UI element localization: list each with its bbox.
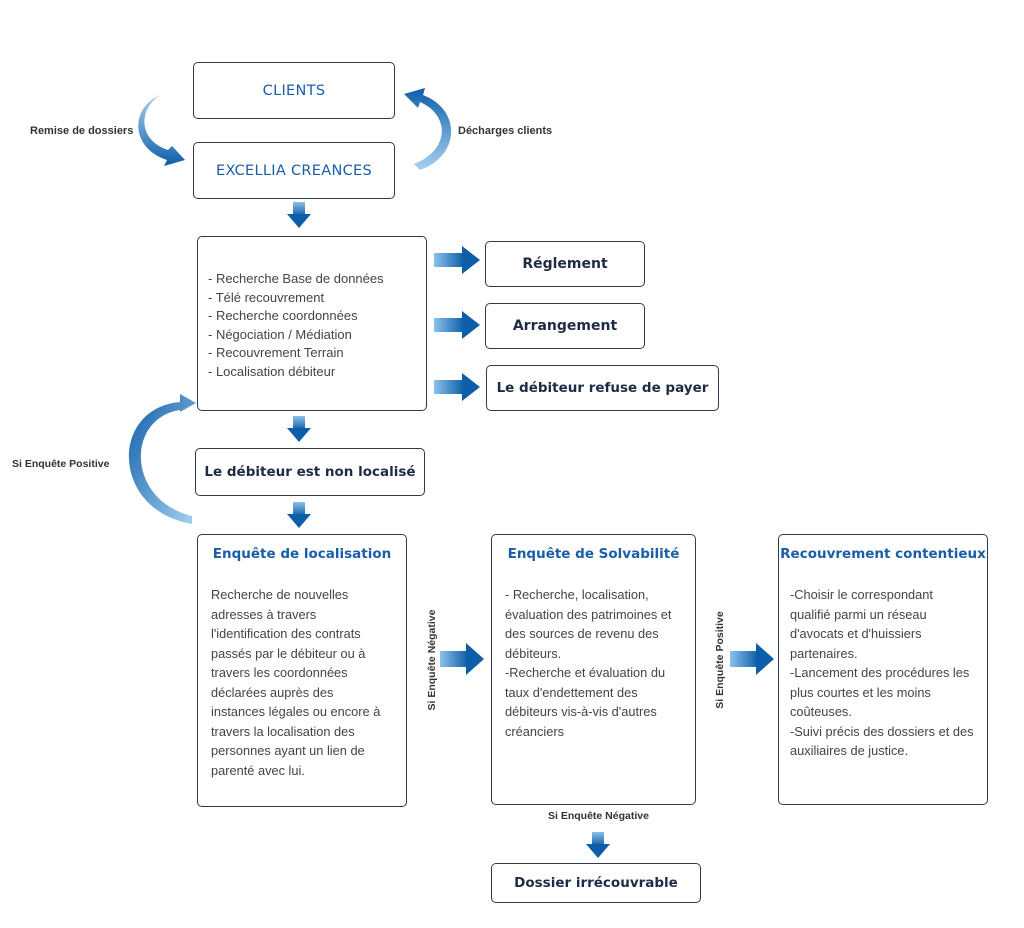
right-arrow-arrangement [434,311,480,339]
localisation-title: Enquête de localisation [212,546,392,562]
contentieux-body: -Choisir le correspondant qualifié parmi… [790,587,974,758]
excellia-label: EXCELLIA CREANCES [215,162,372,179]
refuse-box: Le débiteur refuse de payer [486,365,719,411]
localisation-body: Recherche de nouvelles adresses à traver… [211,587,381,778]
clients-box: CLIENTS [193,62,395,119]
si-negative-vertical-label: Si Enquête Négative [426,609,438,711]
right-arrow-to-solvabilite [440,643,484,675]
si-positive-left-label: Si Enquête Positive [12,458,110,470]
arrangement-box: Arrangement [485,303,645,349]
arrangement-label: Arrangement [512,318,618,334]
right-arrow-reglement [434,246,480,274]
si-negative-bottom-label: Si Enquête Négative [548,810,649,822]
solvabilite-box: Enquête de Solvabilité - Recherche, loca… [491,534,696,805]
irrecouvrable-label: Dossier irrécouvrable [514,875,678,891]
curved-arrow-remise [138,95,185,166]
action-item: - Recouvrement Terrain [208,345,344,360]
solvabilite-body: - Recherche, localisation, évaluation de… [505,587,672,739]
down-arrow-3 [287,502,311,528]
clients-label: CLIENTS [262,82,326,99]
action-item: - Recherche Base de données [208,271,384,286]
non-localise-box: Le débiteur est non localisé [195,448,425,496]
actions-box: - Recherche Base de données - Télé recou… [197,236,427,411]
right-arrow-to-contentieux [730,643,774,675]
remise-label: Remise de dossiers [30,125,134,137]
curved-arrow-decharges [404,88,452,170]
reglement-box: Réglement [485,241,645,287]
action-item: - Télé recouvrement [208,289,325,305]
contentieux-title: Recouvrement contentieux [780,546,986,562]
si-positive-vertical-label: Si Enquête Positive [714,611,726,709]
solvabilite-title: Enquête de Solvabilité [507,546,680,562]
excellia-box: EXCELLIA CREANCES [193,142,395,199]
down-arrow-1 [287,202,311,228]
reglement-label: Réglement [522,256,608,272]
right-arrow-refuse [434,373,480,401]
actions-list: - Recherche Base de données - Télé recou… [208,270,426,381]
action-item: - Localisation débiteur [208,363,336,379]
refuse-label: Le débiteur refuse de payer [496,380,709,396]
action-item: - Négociation / Médiation [208,326,352,342]
irrecouvrable-box: Dossier irrécouvrable [491,863,701,903]
down-arrow-2 [287,416,311,442]
non-localise-label: Le débiteur est non localisé [204,464,416,480]
contentieux-box: Recouvrement contentieux -Choisir le cor… [778,534,988,805]
decharges-label: Décharges clients [458,125,553,137]
down-arrow-4 [586,832,610,858]
action-item: - Recherche coordonnées [208,308,358,323]
curved-arrow-si-positive [128,394,196,524]
localisation-box: Enquête de localisation Recherche de nou… [197,534,407,807]
